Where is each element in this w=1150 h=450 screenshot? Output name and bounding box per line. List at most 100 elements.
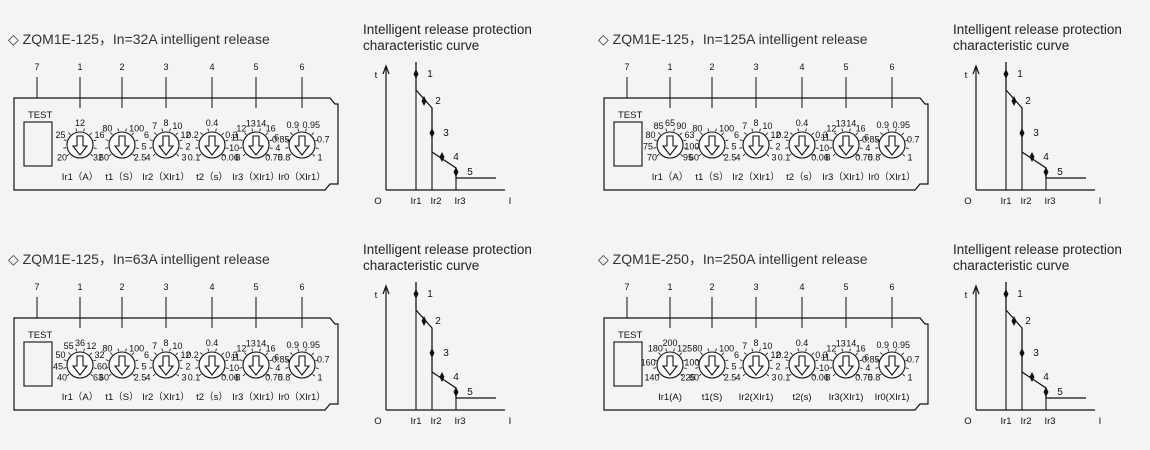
dial-tick xyxy=(290,352,293,356)
dial-scale-value: 100 xyxy=(684,141,699,151)
curve-point-number: 2 xyxy=(1025,316,1031,327)
knob-number: 7 xyxy=(34,282,39,292)
dial-tick xyxy=(269,139,273,142)
dial-label: Ir0（XIr1） xyxy=(278,391,326,403)
dial-tick xyxy=(93,359,97,362)
dial-tick xyxy=(811,132,815,136)
dial-scale-value: 80 xyxy=(692,344,702,354)
dial-tick xyxy=(765,352,769,356)
dial-tick xyxy=(63,359,67,362)
dial-tick xyxy=(66,153,70,157)
dial-tick xyxy=(132,153,136,157)
dial-scale-value: 100 xyxy=(129,344,144,354)
dial-scale-value: 0.85 xyxy=(862,354,880,364)
dial-tick xyxy=(131,352,135,356)
dial-tick xyxy=(239,147,243,149)
test-window[interactable] xyxy=(613,341,643,387)
dial-scale-value: 95 xyxy=(683,153,693,163)
dial-scale-value: 16 xyxy=(856,124,866,134)
dial-scale-value: 13 xyxy=(836,339,846,349)
test-window[interactable] xyxy=(23,341,53,387)
dial-scale-value: 11 xyxy=(231,132,240,142)
dial-tick xyxy=(797,348,800,352)
setting-dial-4[interactable]: 0.10.20.40.30.06 xyxy=(186,338,239,383)
dial-scale-value: 100 xyxy=(684,357,699,367)
setting-dial-4[interactable]: 0.10.20.40.30.06 xyxy=(776,338,829,383)
dial-tick xyxy=(105,367,109,369)
dial-scale-value: 4 xyxy=(735,153,740,163)
dial-tick xyxy=(739,139,743,142)
dial-tick xyxy=(759,348,761,352)
setting-dial-4[interactable]: 0.10.20.40.30.06 xyxy=(776,118,829,163)
dial-scale-value: 5 xyxy=(732,141,737,151)
dial-tick xyxy=(269,367,273,369)
dial-scale-value: 0.8 xyxy=(278,373,291,383)
dial-tick xyxy=(288,153,292,157)
dial-scale-value: 0.9 xyxy=(876,340,889,350)
dial-scale-value: 0.3 xyxy=(225,350,238,360)
dial-label: t1（S） xyxy=(105,391,138,403)
dial-tick xyxy=(290,132,293,136)
dial-tick xyxy=(878,373,882,377)
dial-tick xyxy=(75,348,78,352)
dial-arrow-icon xyxy=(837,355,855,376)
dial-label: Ir0（XIr1） xyxy=(868,171,916,183)
dial-arrow-icon xyxy=(113,135,131,156)
dial-tick xyxy=(805,348,807,352)
knob-number: 3 xyxy=(753,62,758,72)
dial-tick xyxy=(269,147,273,149)
release-panel-2: ◇ ZQM1E-125，In=125A intelligent release7… xyxy=(598,31,929,191)
dial-tick xyxy=(855,352,859,356)
dial-scale-value: 0.8 xyxy=(868,153,881,163)
dial-scale-value: 6 xyxy=(734,350,739,360)
dial-tick xyxy=(769,367,773,369)
test-label: TEST xyxy=(618,330,642,341)
dial-tick xyxy=(297,348,300,352)
curve-point-number: 5 xyxy=(467,167,473,178)
dial-scale-value: 0.3 xyxy=(815,130,828,140)
dial-scale-value: 0.85 xyxy=(862,134,880,144)
dial-scale-value: 12 xyxy=(771,130,781,140)
panel-title: ◇ ZQM1E-125，In=63A intelligent release xyxy=(8,251,270,267)
ir3-label: Ir3 xyxy=(1044,196,1055,207)
release-housing xyxy=(13,97,339,191)
dial-tick xyxy=(63,147,67,149)
dial-label: t1（S） xyxy=(695,171,728,183)
dial-tick xyxy=(859,139,863,142)
dial-scale-value: 0.3 xyxy=(815,350,828,360)
knob-number: 6 xyxy=(299,62,304,72)
test-window[interactable] xyxy=(23,121,53,167)
test-window[interactable] xyxy=(613,121,643,167)
dial-tick xyxy=(149,359,153,362)
dial-tick xyxy=(222,153,226,157)
dial-scale-value: 20 xyxy=(57,153,67,163)
setting-dial-4[interactable]: 0.10.20.40.30.06 xyxy=(186,118,239,163)
dial-scale-value: 90 xyxy=(676,121,686,131)
dial-arrow-icon xyxy=(157,355,175,376)
dial-tick xyxy=(905,367,909,369)
dial-tick xyxy=(751,128,754,132)
dial-tick xyxy=(859,147,863,149)
dial-label: Ir1(A) xyxy=(658,392,682,403)
dial-scale-value: 11 xyxy=(821,352,830,362)
